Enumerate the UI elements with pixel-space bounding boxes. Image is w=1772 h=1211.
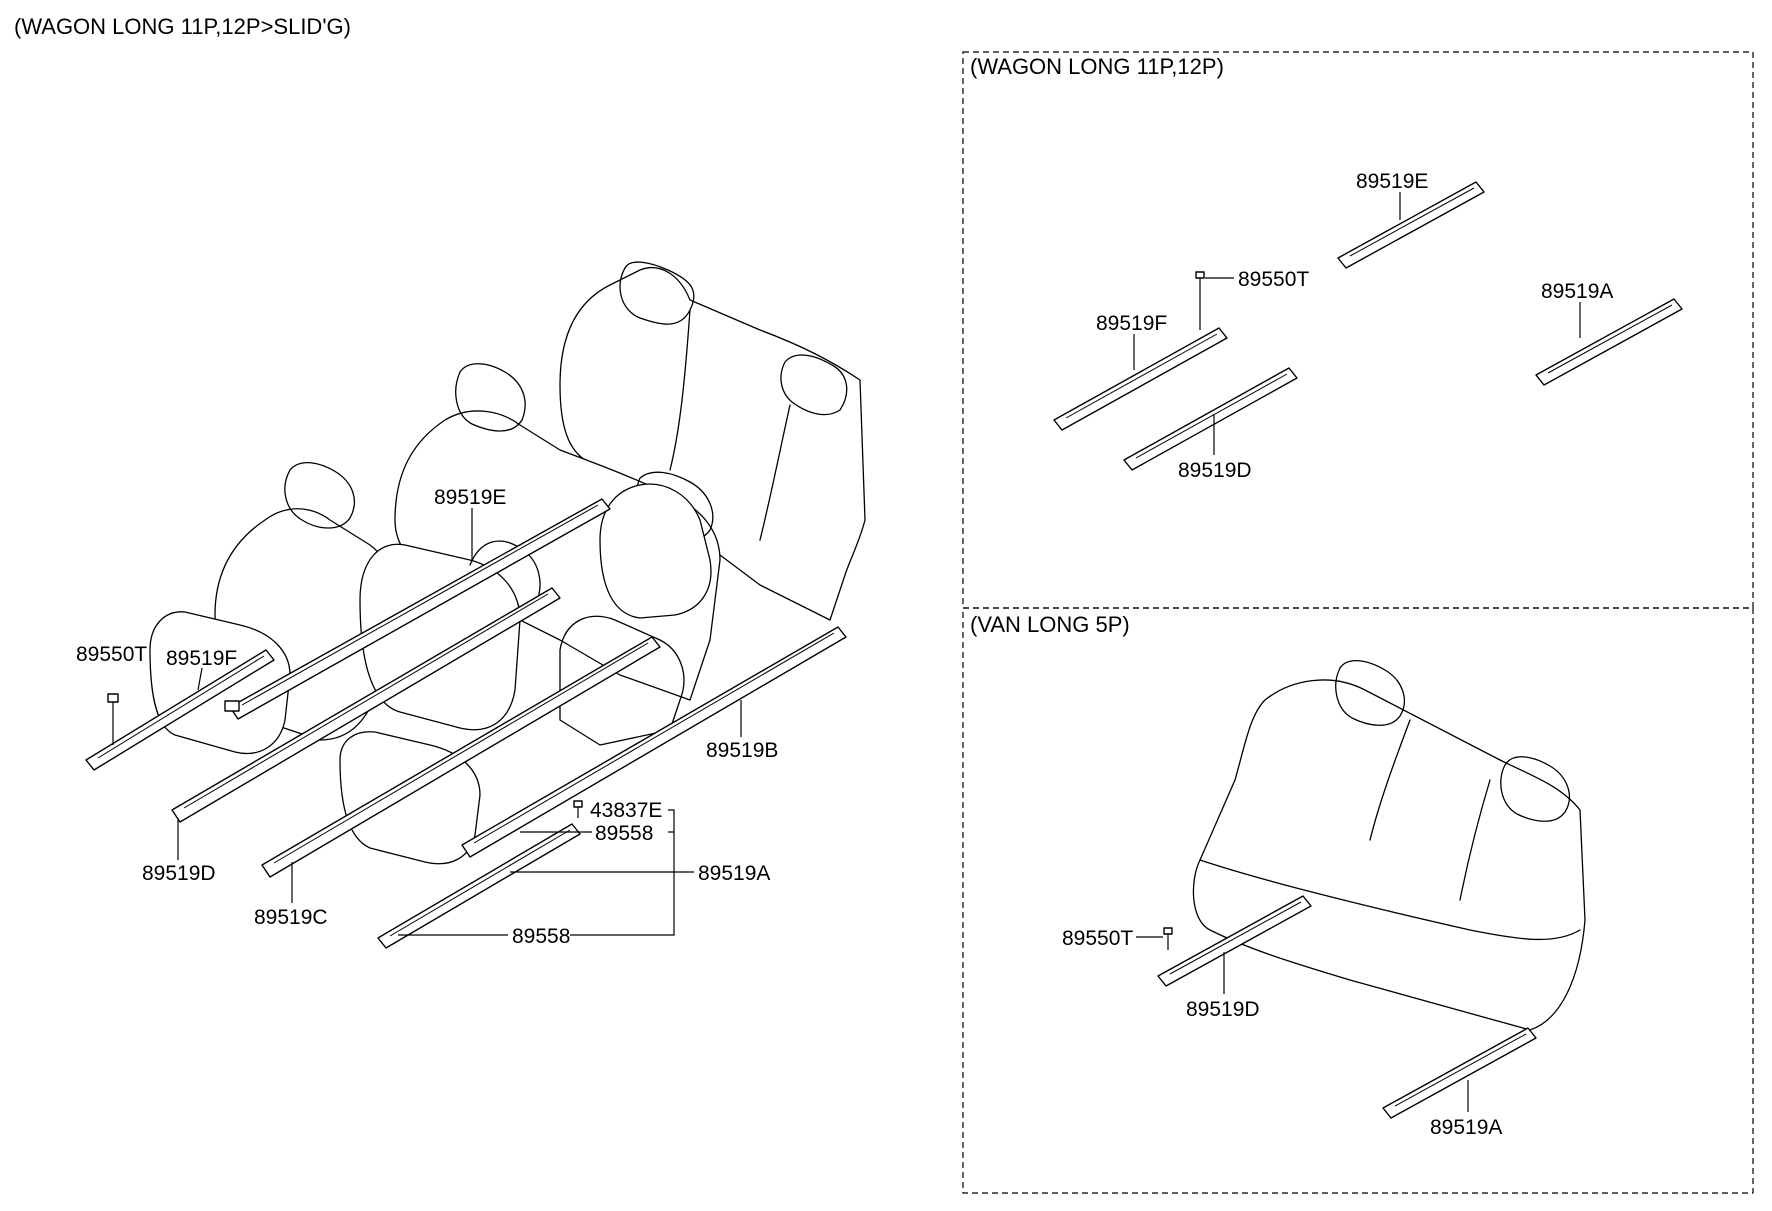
rail-89519A-main: [377, 823, 581, 949]
label-89519A: 89519A: [698, 862, 770, 885]
main-callouts: 89550T 89519F 89519E 89519D 89519C 89519…: [76, 486, 778, 948]
bolt-89550T-top: [1195, 271, 1205, 330]
rail-89519C: [261, 636, 661, 878]
bottom-panel-parts: 89550T 89519D 89519A: [1062, 660, 1586, 1139]
label-bottom-89519A: 89519A: [1430, 1116, 1502, 1139]
bolt-43837E: [573, 800, 583, 818]
label-89519C: 89519C: [254, 906, 328, 929]
label-89519D: 89519D: [142, 862, 216, 885]
rail-89519D-main: [171, 587, 561, 823]
label-89558-lower: 89558: [512, 925, 570, 948]
label-89558-upper: 89558: [595, 822, 653, 845]
rail-89519A-top: [1535, 298, 1683, 386]
rail-89519A-bottom: [1382, 1027, 1537, 1119]
label-top-89519D: 89519D: [1178, 459, 1252, 482]
label-89550T: 89550T: [76, 643, 147, 666]
label-89519F: 89519F: [166, 647, 237, 670]
label-89519B: 89519B: [706, 739, 778, 762]
panel-van-long: [962, 607, 1754, 1194]
rail-89519F: [85, 649, 275, 771]
bolt-89550T-bottom: [1163, 927, 1173, 950]
label-bottom-89519D: 89519D: [1186, 998, 1260, 1021]
label-43837E: 43837E: [590, 799, 662, 822]
panel-top-title: (WAGON LONG 11P,12P): [970, 54, 1224, 79]
top-panel-parts: 89519E 89550T 89519F 89519A 89519D: [1053, 170, 1683, 482]
rail-89519B: [461, 626, 847, 858]
rail-89519D-bottom: [1157, 895, 1312, 987]
panel-bottom-title: (VAN LONG 5P): [970, 612, 1130, 637]
label-bottom-89550T: 89550T: [1062, 927, 1133, 950]
rail-89519E: [224, 498, 611, 720]
label-top-89519E: 89519E: [1356, 170, 1428, 193]
main-rails: [85, 498, 847, 949]
label-top-89519F: 89519F: [1096, 312, 1167, 335]
main-title: (WAGON LONG 11P,12P>SLID'G): [14, 14, 351, 39]
van-bench-seat: [1192, 660, 1586, 1031]
label-top-89519A: 89519A: [1541, 280, 1613, 303]
label-top-89550T: 89550T: [1238, 268, 1309, 291]
bolt-89550T: [107, 693, 119, 745]
main-seat-assembly: [149, 261, 866, 865]
rail-89519D-top: [1123, 367, 1298, 471]
label-89519E: 89519E: [434, 486, 506, 509]
rail-89519E-top: [1337, 181, 1485, 269]
rail-89519F-top: [1053, 327, 1228, 431]
